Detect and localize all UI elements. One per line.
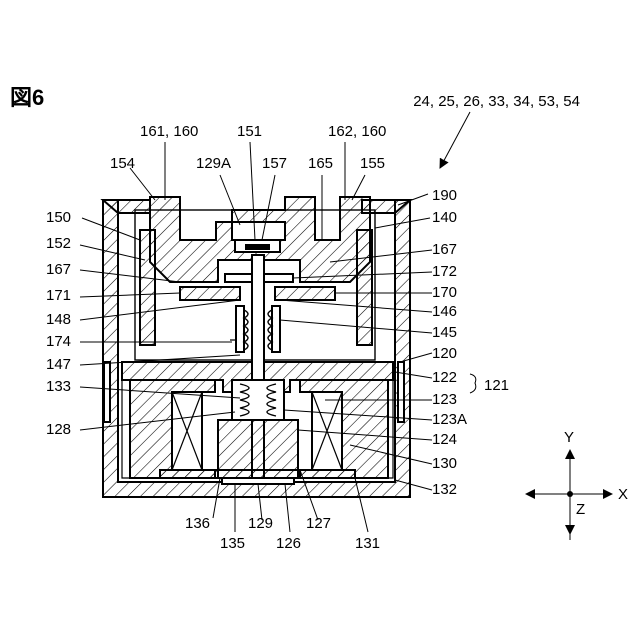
core-124: [218, 380, 298, 478]
axis-label-z: Z: [576, 501, 585, 518]
label-132: 132: [432, 481, 457, 498]
label-154: 154: [110, 155, 135, 172]
axis-label-y: Y: [564, 429, 574, 446]
label-146: 146: [432, 303, 457, 320]
label-151: 151: [237, 123, 262, 140]
label-167-right: 167: [432, 241, 457, 258]
label-165: 165: [308, 155, 333, 172]
label-145: 145: [432, 324, 457, 341]
label-123: 123: [432, 391, 457, 408]
label-129: 129: [248, 515, 273, 532]
label-135: 135: [220, 535, 245, 552]
label-161-160: 161, 160: [140, 123, 198, 140]
label-129A: 129A: [196, 155, 231, 172]
label-152: 152: [46, 235, 71, 252]
label-121: 121: [484, 377, 509, 394]
header-reference-list: 24, 25, 26, 33, 34, 53, 54: [413, 93, 580, 110]
label-131: 131: [355, 535, 380, 552]
label-167-left: 167: [46, 261, 71, 278]
label-162-160: 162, 160: [328, 123, 386, 140]
label-136: 136: [185, 515, 210, 532]
label-126: 126: [276, 535, 301, 552]
label-170: 170: [432, 284, 457, 301]
label-148: 148: [46, 311, 71, 328]
axis-label-x: X: [618, 486, 628, 503]
label-122: 122: [432, 369, 457, 386]
label-155: 155: [360, 155, 385, 172]
label-123A: 123A: [432, 411, 467, 428]
label-140: 140: [432, 209, 457, 226]
label-171: 171: [46, 287, 71, 304]
label-150: 150: [46, 209, 71, 226]
axis-indicator: Y X Z: [526, 429, 628, 540]
label-128: 128: [46, 421, 71, 438]
bridge-157: [235, 240, 280, 252]
label-130: 130: [432, 455, 457, 472]
label-190: 190: [432, 187, 457, 204]
label-147: 147: [46, 356, 71, 373]
label-157: 157: [262, 155, 287, 172]
header-leader-arrow: [440, 112, 470, 168]
label-174: 174: [46, 333, 71, 350]
label-133: 133: [46, 378, 71, 395]
label-124: 124: [432, 431, 457, 448]
label-120: 120: [432, 345, 457, 362]
figure-title: 図6: [10, 85, 44, 110]
label-172: 172: [432, 263, 457, 280]
label-127: 127: [306, 515, 331, 532]
